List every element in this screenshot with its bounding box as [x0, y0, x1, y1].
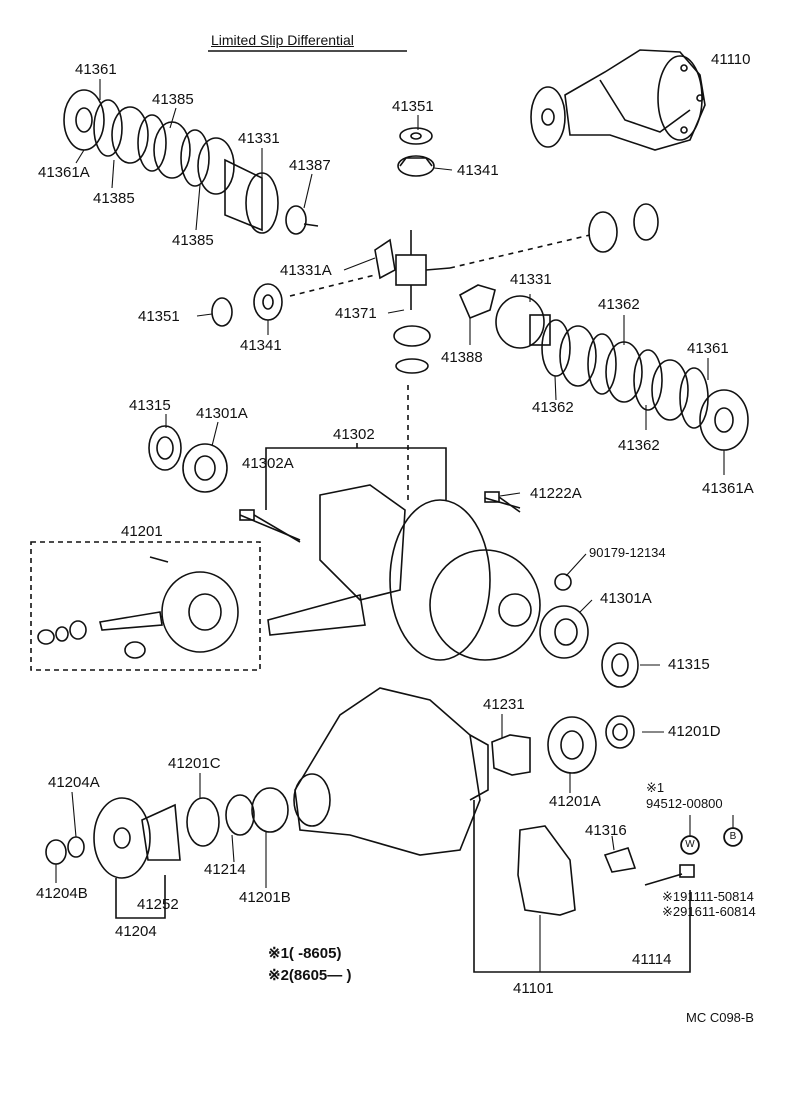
- callout-41331-lower: 41331: [510, 271, 552, 288]
- note-1: ※1( -8605): [268, 945, 342, 962]
- callout-291611-60814: ※291611-60814: [662, 904, 756, 919]
- callout-90179-12134: 90179-12134: [589, 545, 666, 560]
- callout-41387: 41387: [289, 157, 331, 174]
- callout-41362-upper: 41362: [598, 296, 640, 313]
- callout-41371: 41371: [335, 305, 377, 322]
- callout-41362-lower: 41362: [618, 437, 660, 454]
- side-bearing-right-drawing: [539, 573, 639, 688]
- callout-41302: 41302: [333, 426, 375, 443]
- callout-94512-00800: 94512-00800: [646, 796, 723, 811]
- pinion-gear-lower-drawing: [393, 325, 431, 374]
- callout-41252: 41252: [137, 896, 179, 913]
- callout-41316: 41316: [585, 822, 627, 839]
- callout-41361A-upper: 41361A: [38, 164, 90, 181]
- note-2: ※2(8605— ): [268, 967, 352, 984]
- clutch-stack-left-drawing: [63, 89, 319, 235]
- alignment-lines-drawing: [289, 234, 591, 500]
- callout-41201C: 41201C: [168, 755, 221, 772]
- callout-41315-upper: 41315: [129, 397, 171, 414]
- callout-41204B: 41204B: [36, 885, 88, 902]
- callout-41201B: 41201B: [239, 889, 291, 906]
- callout-41204: 41204: [115, 923, 157, 940]
- differential-carrier-drawing: [293, 687, 489, 856]
- pinion-bearing-set-drawing: [491, 715, 635, 776]
- callout-41361-right: 41361: [687, 340, 729, 357]
- bolt-41302A-drawing: [239, 509, 301, 543]
- bolt-41222A-drawing: [484, 491, 521, 513]
- callout-41361A-right: 41361A: [702, 480, 754, 497]
- w-circle-mark: W: [681, 836, 699, 854]
- callout-41201: 41201: [121, 523, 163, 540]
- side-bearing-left-drawing: [148, 425, 228, 493]
- diagram-title: Limited Slip Differential: [211, 32, 354, 48]
- callout-41341-lower: 41341: [240, 337, 282, 354]
- callout-41351-lower: 41351: [138, 308, 180, 325]
- callout-94512-mark: ※1: [646, 780, 665, 795]
- callout-41351-upper: 41351: [392, 98, 434, 115]
- callout-191111-50814: ※191111-50814: [662, 889, 754, 904]
- callout-41201A: 41201A: [549, 793, 601, 810]
- callout-41331-upper: 41331: [238, 130, 280, 147]
- side-gear-right-top-drawing: [588, 203, 659, 253]
- callout-41214: 41214: [204, 861, 246, 878]
- callout-41385-middle: 41385: [93, 190, 135, 207]
- callout-41362-middle: 41362: [532, 399, 574, 416]
- bracket-41101-drawing: [473, 800, 691, 973]
- side-gear-left-drawing: [211, 283, 283, 327]
- callout-41222A: 41222A: [530, 485, 582, 502]
- bracket-41204-drawing: [115, 875, 166, 919]
- carrier-housing-top-drawing: [530, 49, 706, 151]
- callout-41301A-upper: 41301A: [196, 405, 248, 422]
- callout-41315-lower: 41315: [668, 656, 710, 673]
- diagram-code: MC C098-B: [686, 1010, 754, 1025]
- callout-41204A: 41204A: [48, 774, 100, 791]
- leader-lines: [55, 79, 734, 972]
- side-gear-right-drawing: [458, 284, 551, 349]
- companion-flange-drawing: [45, 787, 289, 879]
- callout-41341-upper: 41341: [457, 162, 499, 179]
- callout-41110: 41110: [711, 51, 751, 68]
- spider-cross-drawing: [374, 230, 451, 310]
- callout-41302A: 41302A: [242, 455, 294, 472]
- bracket-41302-drawing: [265, 443, 447, 510]
- callout-41301A-lower: 41301A: [600, 590, 652, 607]
- callout-41361-upper: 41361: [75, 61, 117, 78]
- ring-pinion-set-drawing: [30, 541, 261, 671]
- callout-41201D: 41201D: [668, 723, 721, 740]
- callout-41231: 41231: [483, 696, 525, 713]
- differential-case-drawing: [239, 484, 541, 661]
- callout-41331A: 41331A: [280, 262, 332, 279]
- callout-41101: 41101: [513, 980, 554, 997]
- callout-41385-lower: 41385: [172, 232, 214, 249]
- pinion-gear-upper-drawing: [397, 127, 435, 177]
- callout-41114: 41114: [632, 951, 672, 968]
- b-circle-mark: B: [724, 828, 742, 846]
- callout-41385-upper: 41385: [152, 91, 194, 108]
- callout-41388: 41388: [441, 349, 483, 366]
